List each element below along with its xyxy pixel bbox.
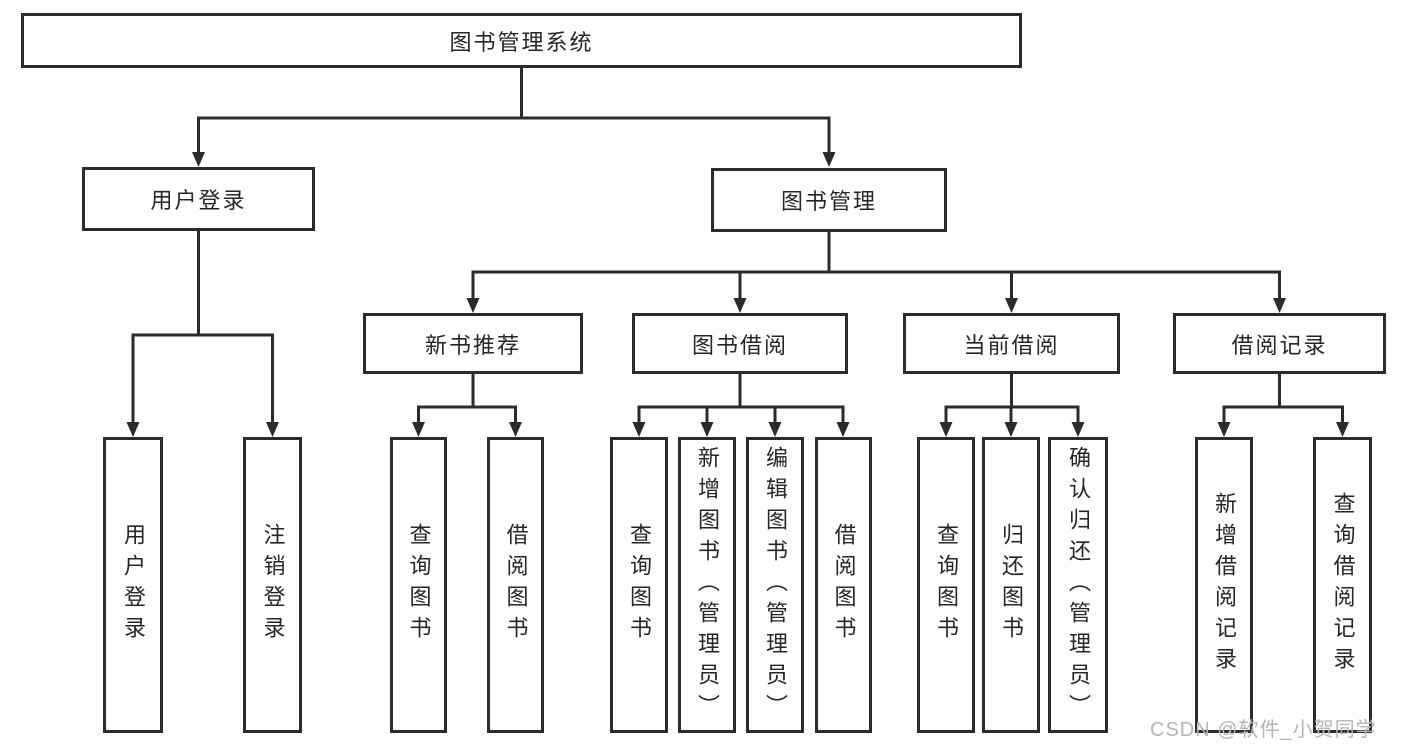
leaf-rec-query-books: 查询图书 (390, 437, 447, 733)
leaf-label: 编辑图书（管理员） (763, 445, 788, 725)
node-user-login: 用户登录 (82, 167, 315, 231)
leaf-label: 确认归还（管理员） (1066, 445, 1091, 725)
leaf-label: 借阅图书 (831, 523, 857, 647)
leaf-label: 借阅图书 (503, 523, 529, 647)
leaf-bb-add-books-admin: 新增图书（管理员） (678, 437, 736, 733)
node-borrowing-records: 借阅记录 (1173, 313, 1386, 374)
leaf-cb-return-books: 归还图书 (982, 437, 1040, 733)
leaf-rec-borrow-books: 借阅图书 (487, 437, 544, 733)
leaf-label: 查询图书 (406, 523, 432, 647)
leaf-label: 查询借阅记录 (1330, 492, 1356, 678)
leaf-label: 归还图书 (999, 523, 1024, 647)
leaf-cb-confirm-return-admin: 确认归还（管理员） (1048, 437, 1108, 733)
node-label: 用户登录 (150, 188, 247, 213)
node-label: 图书管理系统 (449, 29, 594, 55)
node-current-borrowing: 当前借阅 (903, 313, 1120, 374)
node-library-management-system: 图书管理系统 (21, 13, 1022, 68)
node-label: 图书借阅 (691, 332, 788, 358)
leaf-br-query-record: 查询借阅记录 (1313, 437, 1372, 733)
leaf-label: 查询图书 (934, 523, 959, 647)
node-label: 借阅记录 (1231, 332, 1328, 358)
leaf-label: 注销登录 (260, 523, 286, 647)
node-new-book-recommend: 新书推荐 (363, 313, 583, 374)
node-label: 图书管理 (780, 189, 877, 214)
leaf-br-add-record: 新增借阅记录 (1195, 437, 1253, 733)
node-label: 当前借阅 (963, 332, 1060, 358)
leaf-cb-query-books: 查询图书 (917, 437, 975, 733)
node-label: 新书推荐 (424, 332, 521, 358)
leaf-bb-edit-books-admin: 编辑图书（管理员） (746, 437, 804, 733)
leaf-label: 新增借阅记录 (1212, 492, 1237, 678)
node-book-borrowing: 图书借阅 (632, 313, 848, 374)
leaf-label: 新增图书（管理员） (695, 445, 720, 725)
leaf-user-login: 用户登录 (103, 437, 163, 733)
leaf-label: 用户登录 (121, 523, 146, 647)
node-book-management: 图书管理 (711, 168, 947, 232)
leaf-bb-query-books: 查询图书 (610, 437, 668, 733)
leaf-bb-borrow-books: 借阅图书 (815, 437, 872, 733)
csdn-watermark: CSDN @软件_小贺同学 (1150, 719, 1377, 741)
leaf-logout: 注销登录 (243, 437, 302, 733)
leaf-label: 查询图书 (627, 523, 652, 647)
